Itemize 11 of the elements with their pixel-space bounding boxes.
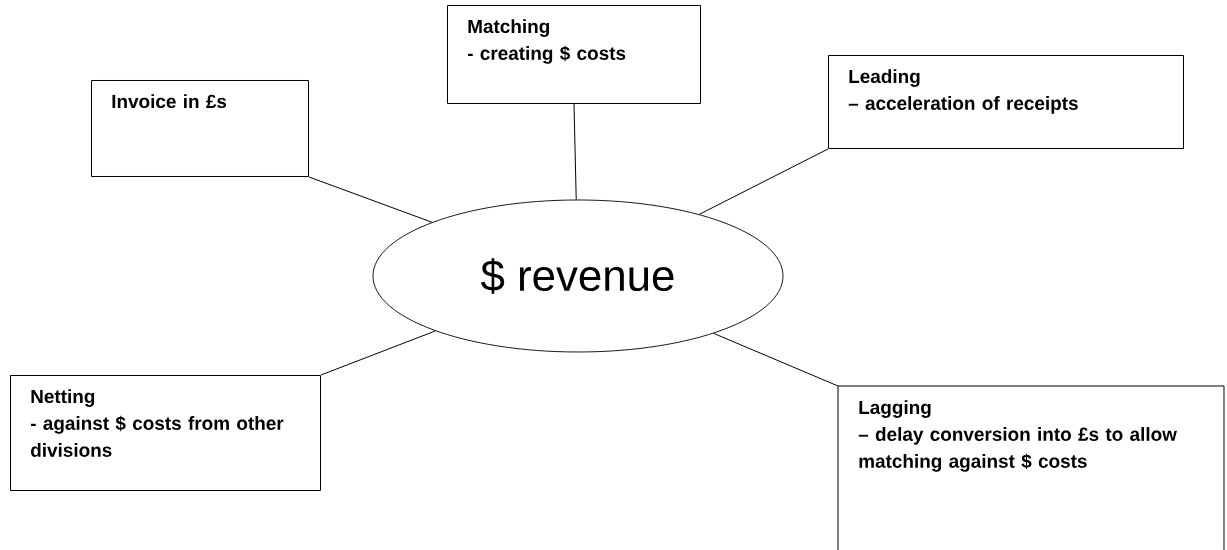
text-box: Invoice in £s <box>91 80 309 177</box>
ellipse-node: $ revenue <box>372 199 784 353</box>
text-box: Leading – acceleration of receipts <box>828 55 1184 149</box>
text-box: Matching - creating $ costs <box>447 5 701 104</box>
connector-line <box>308 176 433 223</box>
text-box: Netting - against $ costs from other divisions <box>10 375 321 491</box>
connector-line <box>713 332 839 387</box>
connector-line <box>698 148 829 215</box>
text-box: Lagging – delay conversion into £s to allow matching against $ costs <box>837 385 1225 550</box>
connector-line <box>320 330 436 376</box>
connector-line <box>573 103 577 201</box>
